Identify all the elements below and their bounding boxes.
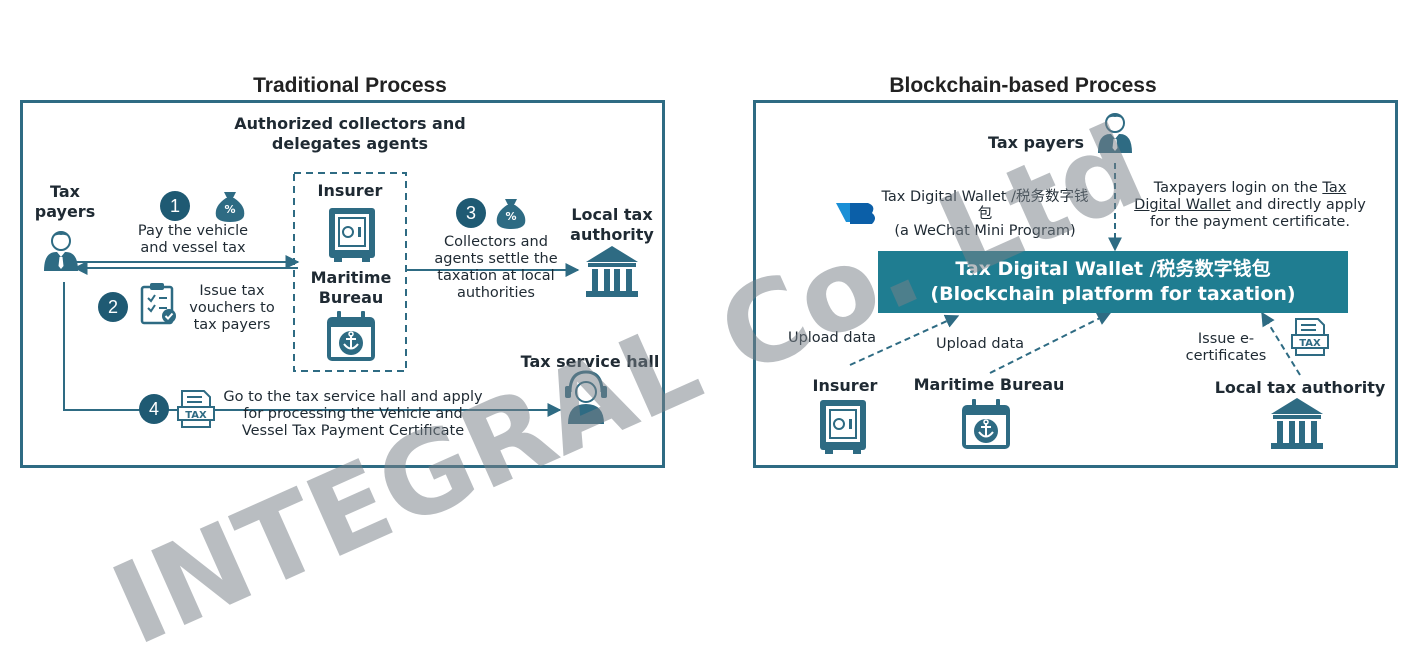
login-note-prefix: Taxpayers login on the xyxy=(1153,180,1323,196)
step-2-text: Issue tax vouchers to tax payers xyxy=(189,283,275,333)
blockchain-arrows xyxy=(849,163,1301,376)
step-2-badge: 2 xyxy=(98,292,128,322)
local-tax-authority-label: Local tax authority xyxy=(570,205,654,244)
traditional-process-title: Traditional Process xyxy=(253,74,447,97)
collectors-label: Authorized collectors and delegates agen… xyxy=(234,114,466,153)
login-note-suffix: and directly apply for the payment certi… xyxy=(1150,197,1366,230)
bc-maritime-bureau-label: Maritime Bureau xyxy=(913,375,1065,394)
traditional-process-panel xyxy=(20,100,665,468)
step-3-badge: 3 xyxy=(456,198,486,228)
bc-insurer-label: Insurer xyxy=(812,376,878,395)
wallet-app-line2: (a WeChat Mini Program) xyxy=(894,223,1076,239)
bc-local-tax-authority-label: Local tax authority xyxy=(1214,378,1386,397)
upload-data-label: Upload data xyxy=(935,336,1025,352)
tax-glyph: TAX xyxy=(185,410,207,421)
percent-glyph: % xyxy=(224,203,236,216)
blockchain-process-panel xyxy=(753,100,1398,468)
wallet-link[interactable]: Tax Digital Wallet xyxy=(1134,180,1347,213)
platform-line1: Tax Digital Wallet /税务数字钱包 xyxy=(955,258,1271,280)
step-1-text: Pay the vehicle and vessel tax xyxy=(137,223,249,256)
step-3-text: Collectors and agents settle the taxatio… xyxy=(434,234,558,301)
step-4-text: Go to the tax service hall and apply for… xyxy=(223,389,483,439)
diagram-graphics xyxy=(43,113,1329,455)
tax-glyph: TAX xyxy=(1299,338,1321,349)
tax-service-hall-label: Tax service hall xyxy=(520,352,660,371)
platform-line2: (Blockchain platform for taxation) xyxy=(930,283,1296,305)
wallet-app-line1: Tax Digital Wallet /税务数字钱包 xyxy=(881,189,1089,222)
headset-agent-icon xyxy=(565,370,607,424)
bc-tax-payers-label: Tax payers xyxy=(988,133,1084,152)
step-4-badge: 4 xyxy=(139,394,169,424)
issue-ecert-label: Issue e-certificates xyxy=(1185,331,1267,364)
tax-payers-label: Tax payers xyxy=(34,182,96,221)
collectors-dashed-box xyxy=(293,172,407,372)
insurer-label: Insurer xyxy=(317,181,383,200)
wallet-app-logo-icon xyxy=(836,203,875,224)
step-1-badge: 1 xyxy=(160,191,190,221)
wallet-app-name: Tax Digital Wallet /税务数字钱包 (a WeChat Min… xyxy=(876,189,1094,240)
maritime-bureau-label: Maritime Bureau xyxy=(310,268,392,307)
blockchain-process-title: Blockchain-based Process xyxy=(889,74,1157,97)
percent-glyph: % xyxy=(505,210,517,223)
upload-data-label: Upload data xyxy=(787,330,877,346)
blockchain-platform-box: Tax Digital Wallet /税务数字钱包 (Blockchain p… xyxy=(878,251,1348,313)
login-note: Taxpayers login on the Tax Digital Walle… xyxy=(1130,180,1370,231)
traditional-arrows xyxy=(63,255,580,417)
